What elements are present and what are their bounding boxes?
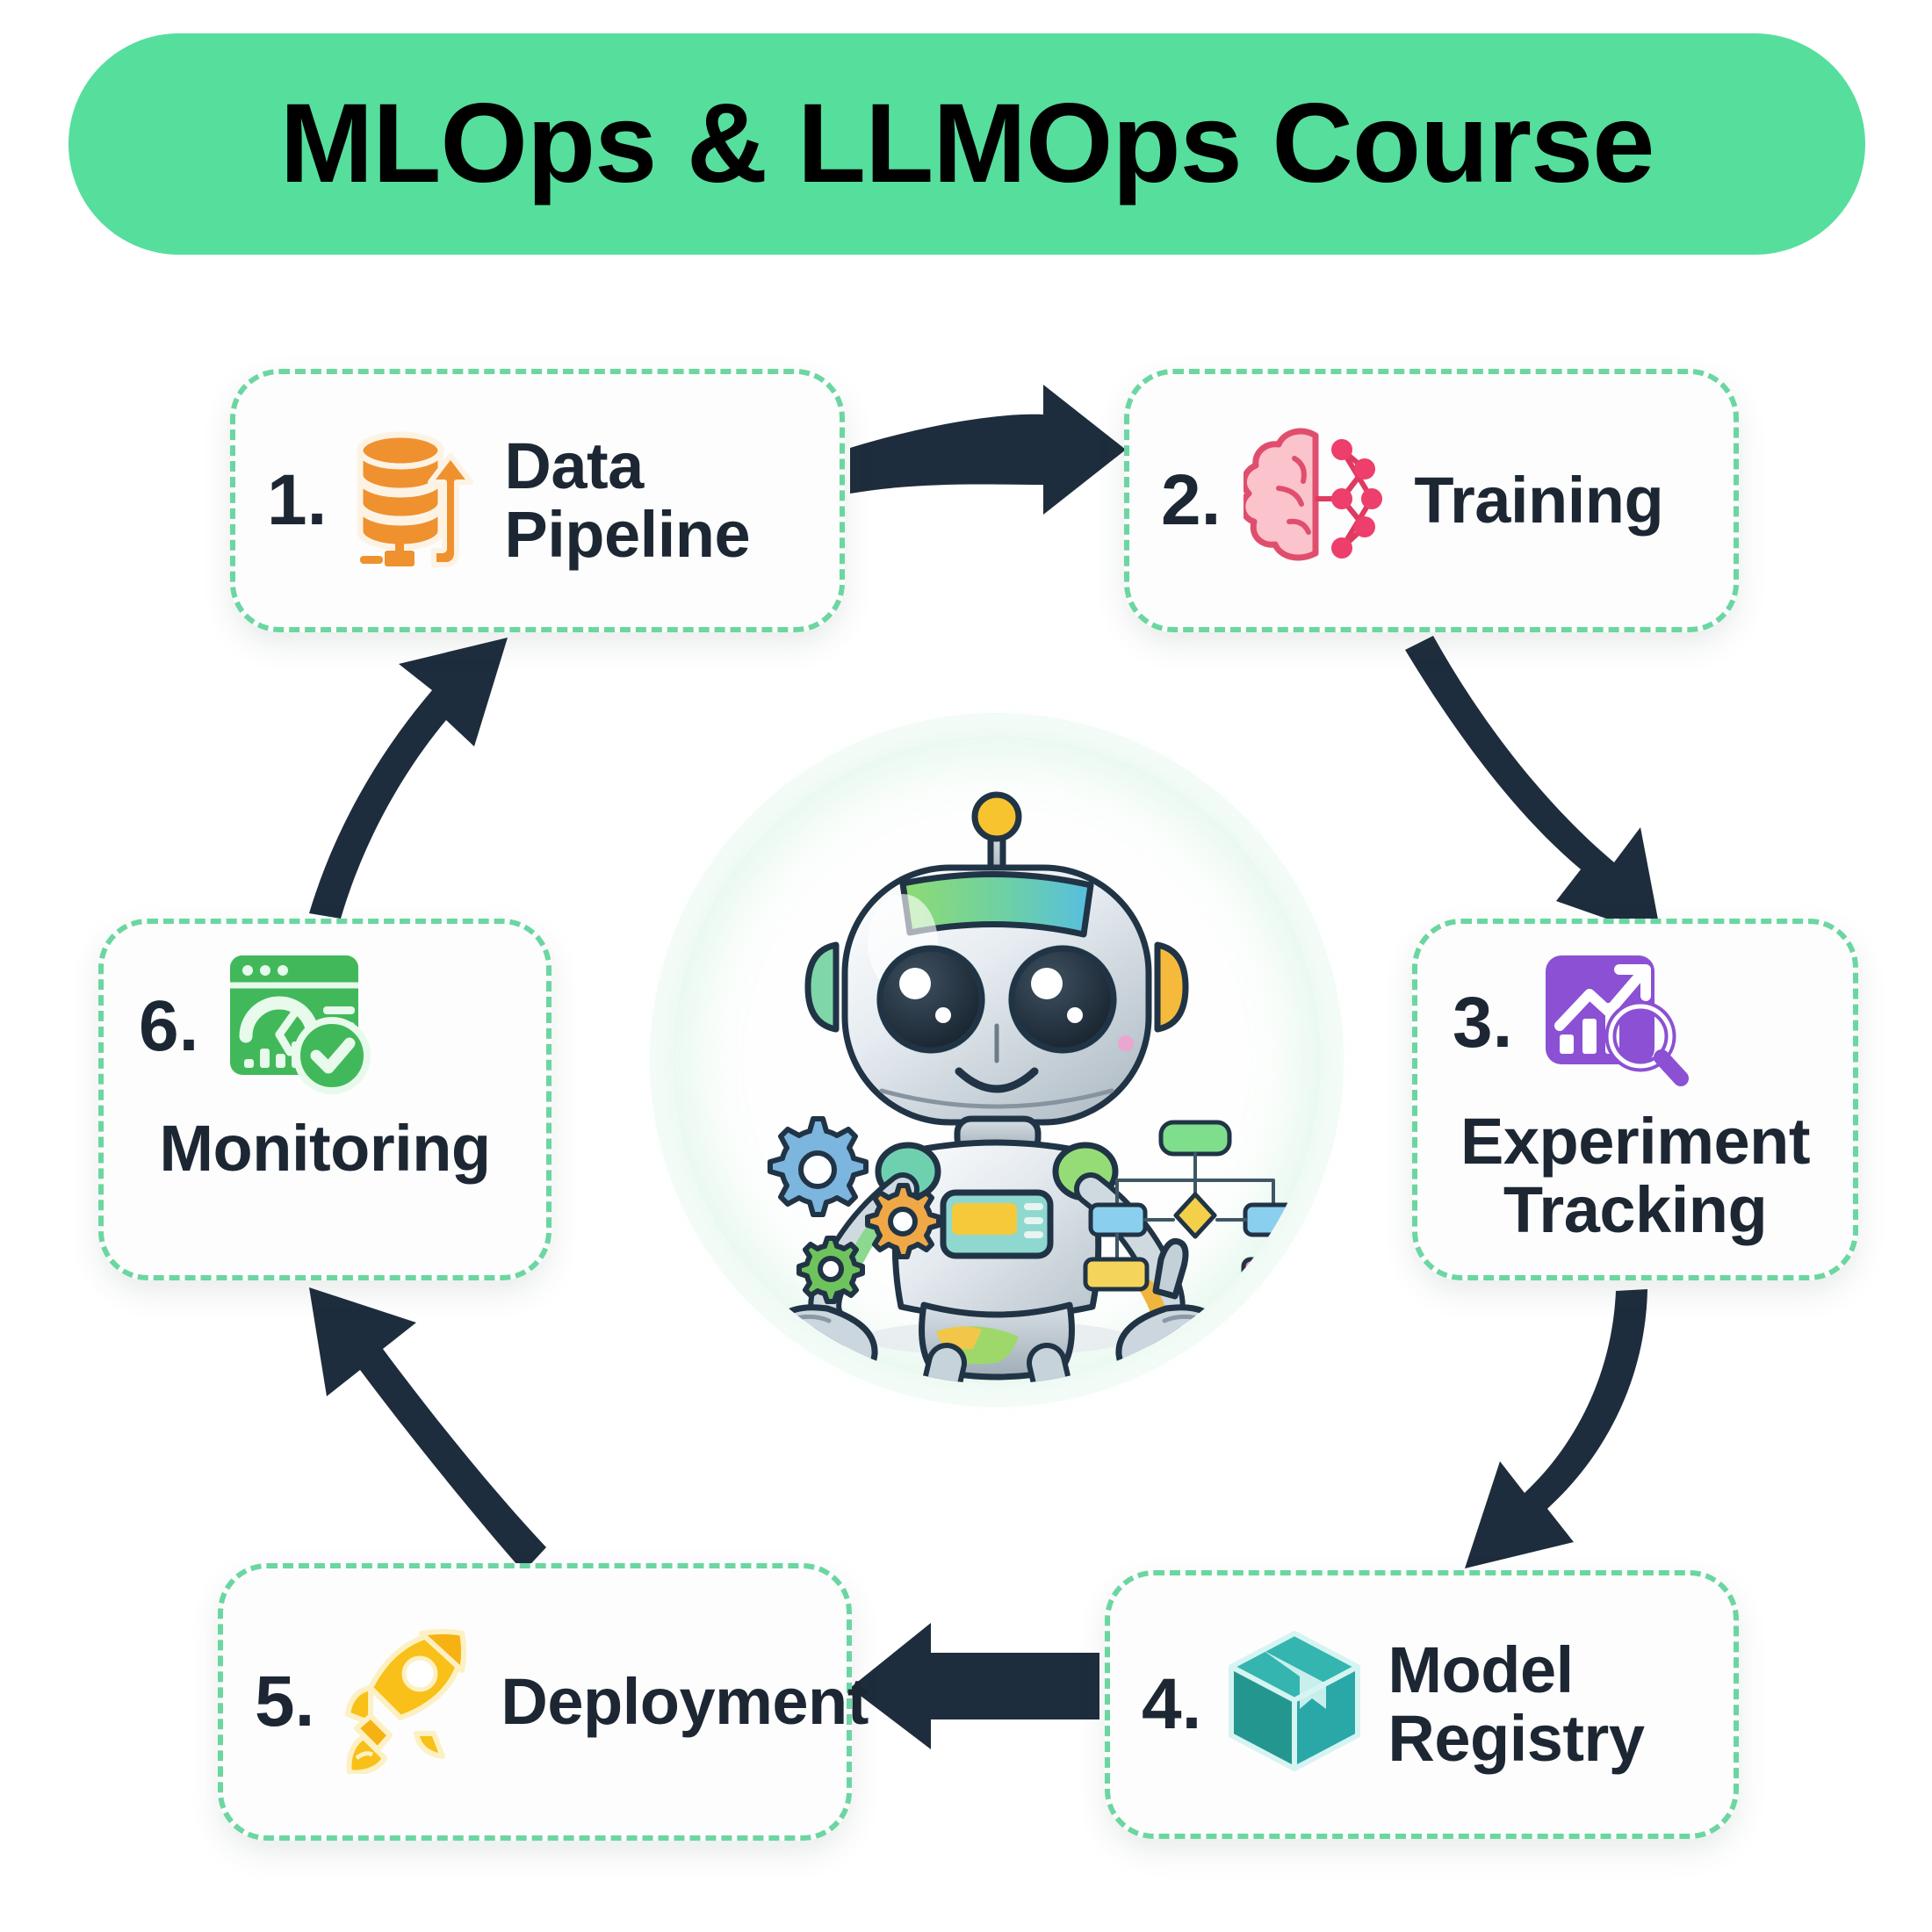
stage-card-model-registry[interactable]: 4. Model Registry xyxy=(1105,1570,1739,1839)
stage-number-2: 2. xyxy=(1161,460,1222,540)
stage-label-3: Experiment Tracking xyxy=(1460,1105,1811,1247)
brain-neural-network-icon xyxy=(1239,423,1391,579)
arrow-experiment-tracking-to-model-registry xyxy=(1465,1289,1647,1568)
stage-number-5: 5. xyxy=(255,1662,315,1741)
stage-6-header: 6. xyxy=(104,950,546,1102)
stage-label-2: Training xyxy=(1414,463,1664,537)
stage-3-header: 3. xyxy=(1417,950,1853,1095)
arrow-model-registry-to-deployment xyxy=(850,1623,1099,1749)
arrow-training-to-experiment-tracking xyxy=(1405,636,1662,938)
stage-number-6: 6. xyxy=(139,985,199,1066)
arrow-deployment-to-monitoring xyxy=(309,1287,546,1572)
stage-number-3: 3. xyxy=(1453,982,1513,1063)
stage-number-1: 1. xyxy=(267,460,328,540)
stage-card-deployment[interactable]: 5. Deployment xyxy=(218,1563,869,1841)
stage-label-6: Monitoring xyxy=(159,1112,491,1185)
stage-card-training[interactable]: 2. xyxy=(1124,369,1739,632)
stage-number-4: 4. xyxy=(1142,1664,1202,1744)
stage-card-data-pipeline[interactable]: 1. Data Pipeline xyxy=(230,369,845,632)
stage-label-1: Data Pipeline xyxy=(504,429,751,571)
database-upload-icon xyxy=(350,424,481,578)
dashboard-gauge-check-icon xyxy=(225,950,379,1102)
center-robot-circle xyxy=(673,736,1321,1384)
stage-card-experiment-tracking[interactable]: 3. Experiment Track xyxy=(1412,919,1858,1280)
stage-card-monitoring[interactable]: 6. xyxy=(98,919,551,1280)
package-box-icon xyxy=(1224,1628,1365,1782)
page-title: MLOps & LLMOps Course xyxy=(279,81,1655,206)
title-banner: MLOps & LLMOps Course xyxy=(68,33,1865,255)
rocket-icon xyxy=(337,1626,478,1778)
arrow-monitoring-to-data-pipeline xyxy=(309,638,508,919)
chart-magnifier-icon xyxy=(1539,950,1695,1095)
arrow-data-pipeline-to-training xyxy=(850,385,1126,515)
mlops-robot-icon xyxy=(766,791,1308,1384)
stage-label-5: Deployment xyxy=(501,1664,869,1738)
stage-label-4: Model Registry xyxy=(1388,1633,1645,1775)
